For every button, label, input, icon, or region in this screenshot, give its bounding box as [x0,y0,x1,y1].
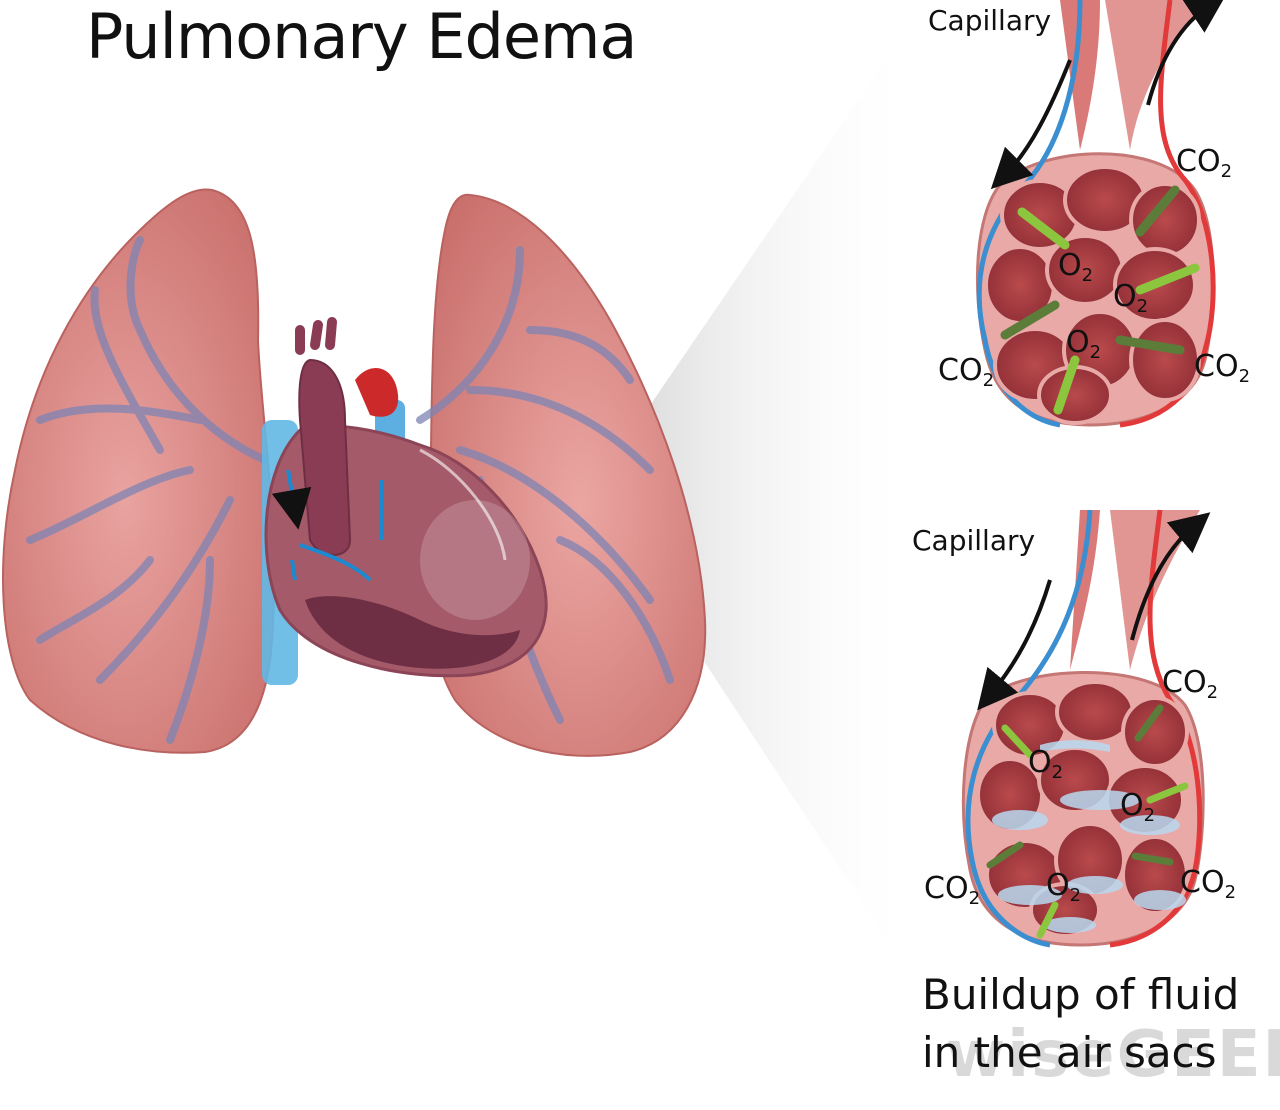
o2-label: O2 [1120,788,1155,826]
caption: Buildup of fluid in the air sacs [922,966,1239,1082]
co2-label: CO2 [1180,865,1236,903]
co2-label: CO2 [938,353,994,391]
left-lung [2,188,276,754]
o2-label: O2 [1058,248,1093,286]
diagram-title: Pulmonary Edema [86,0,637,73]
co2-label: CO2 [924,871,980,909]
capillary-label-bottom: Capillary [912,524,1035,557]
zoom-beam [640,10,920,990]
co2-label: CO2 [1194,349,1250,387]
capillary-label-top: Capillary [928,4,1051,37]
caption-line-2: in the air sacs [922,1028,1217,1077]
alveoli-healthy [975,0,1227,428]
o2-label: O2 [1113,279,1148,317]
o2-label: O2 [1046,868,1081,906]
o2-label: O2 [1066,325,1101,363]
o2-label: O2 [1028,745,1063,783]
watermark-logo: wiseGEEK [946,1018,1280,1092]
heart [264,317,548,678]
caption-line-1: Buildup of fluid [922,970,1240,1019]
alveoli-fluid [961,509,1211,948]
co2-label: CO2 [1162,665,1218,703]
co2-label: CO2 [1176,144,1232,182]
